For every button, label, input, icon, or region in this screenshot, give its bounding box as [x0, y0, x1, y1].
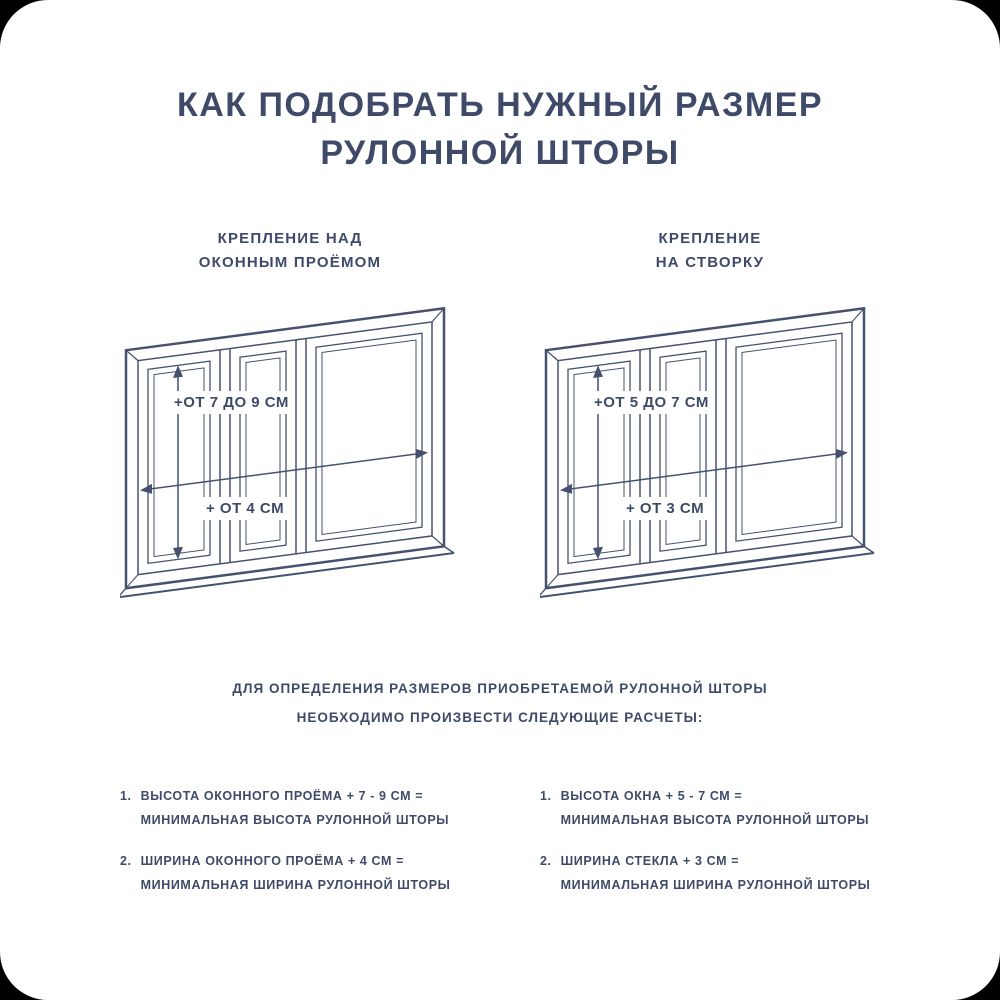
calc-item-right-2: 2. ШИРИНА СТЕКЛА + 3 СМ = МИНИМАЛЬНАЯ ШИ…: [540, 849, 880, 898]
calc-item-number: 2.: [540, 853, 552, 868]
window-sill: [540, 545, 875, 599]
calc-item-text: ШИРИНА СТЕКЛА + 3 СМ = МИНИМАЛЬНАЯ ШИРИН…: [560, 853, 871, 892]
instruction-note-line2: НЕОБХОДИМО ПРОИЗВЕСТИ СЛЕДУЮЩИЕ РАСЧЕТЫ:: [296, 709, 704, 725]
window-frame: [544, 307, 866, 590]
horizontal-measure-arrow: [560, 449, 848, 494]
window-glass-panes: [147, 332, 423, 565]
window-glass-panes: [567, 332, 843, 565]
window-drawing-right: [540, 307, 875, 599]
calc-item-right-1: 1. ВЫСОТА ОКНА + 5 - 7 СМ = МИНИМАЛЬНАЯ …: [540, 784, 880, 833]
window-illustration-left: +ОТ 7 ДО 9 СМ + ОТ 4 СМ: [120, 299, 460, 609]
calc-item-number: 1.: [120, 788, 132, 803]
window-illustration-right: +ОТ 5 ДО 7 СМ + ОТ 3 СМ: [540, 299, 880, 609]
calc-item-left-1: 1. ВЫСОТА ОКОННОГО ПРОЁМА + 7 - 9 СМ = М…: [120, 784, 460, 833]
window-sill: [120, 545, 455, 599]
horizontal-measure-label-right: + ОТ 3 СМ: [620, 497, 711, 521]
column-mount-on-sash: КРЕПЛЕНИЕ НА СТВОРКУ: [540, 227, 880, 609]
horizontal-measure-arrow: [140, 449, 428, 494]
column-heading-left-line1: КРЕПЛЕНИЕ НАД: [217, 230, 363, 248]
instruction-note: ДЛЯ ОПРЕДЕЛЕНИЯ РАЗМЕРОВ ПРИОБРЕТАЕМОЙ Р…: [0, 675, 1000, 732]
diagram-columns: КРЕПЛЕНИЕ НАД ОКОННЫМ ПРОЁМОМ: [0, 227, 1000, 609]
window-frame: [124, 307, 446, 590]
column-heading-right-line2: НА СТВОРКУ: [655, 254, 765, 272]
calc-item-text: ШИРИНА ОКОННОГО ПРОЁМА + 4 СМ = МИНИМАЛЬ…: [140, 853, 451, 892]
calc-list-left: 1. ВЫСОТА ОКОННОГО ПРОЁМА + 7 - 9 СМ = М…: [120, 784, 460, 914]
calc-list-right: 1. ВЫСОТА ОКНА + 5 - 7 СМ = МИНИМАЛЬНАЯ …: [540, 784, 880, 914]
page-title: КАК ПОДОБРАТЬ НУЖНЫЙ РАЗМЕР РУЛОННОЙ ШТО…: [0, 0, 1000, 177]
column-heading-right: КРЕПЛЕНИЕ НА СТВОРКУ: [656, 227, 764, 275]
window-drawing-left: [120, 307, 455, 599]
page-title-line1: КАК ПОДОБРАТЬ НУЖНЫЙ РАЗМЕР: [176, 86, 824, 124]
vertical-measure-label-left: +ОТ 7 ДО 9 СМ: [168, 391, 295, 415]
column-heading-right-line1: КРЕПЛЕНИЕ: [658, 230, 762, 248]
calc-item-text: ВЫСОТА ОКОННОГО ПРОЁМА + 7 - 9 СМ = МИНИ…: [140, 788, 450, 828]
column-heading-left: КРЕПЛЕНИЕ НАД ОКОННЫМ ПРОЁМОМ: [199, 227, 381, 275]
vertical-measure-label-right: +ОТ 5 ДО 7 СМ: [588, 391, 715, 415]
calc-item-number: 1.: [540, 788, 552, 803]
instruction-note-line1: ДЛЯ ОПРЕДЕЛЕНИЯ РАЗМЕРОВ ПРИОБРЕТАЕМОЙ Р…: [232, 681, 768, 697]
calc-item-text: ВЫСОТА ОКНА + 5 - 7 СМ = МИНИМАЛЬНАЯ ВЫС…: [560, 788, 870, 828]
column-heading-left-line2: ОКОННЫМ ПРОЁМОМ: [198, 254, 382, 272]
calc-item-left-2: 2. ШИРИНА ОКОННОГО ПРОЁМА + 4 СМ = МИНИМ…: [120, 849, 460, 898]
calc-item-number: 2.: [120, 853, 132, 868]
horizontal-measure-label-left: + ОТ 4 СМ: [200, 497, 291, 521]
page-title-line2: РУЛОННОЙ ШТОРЫ: [320, 133, 680, 172]
calculation-lists: 1. ВЫСОТА ОКОННОГО ПРОЁМА + 7 - 9 СМ = М…: [0, 784, 1000, 914]
column-mount-above-opening: КРЕПЛЕНИЕ НАД ОКОННЫМ ПРОЁМОМ: [120, 227, 460, 609]
